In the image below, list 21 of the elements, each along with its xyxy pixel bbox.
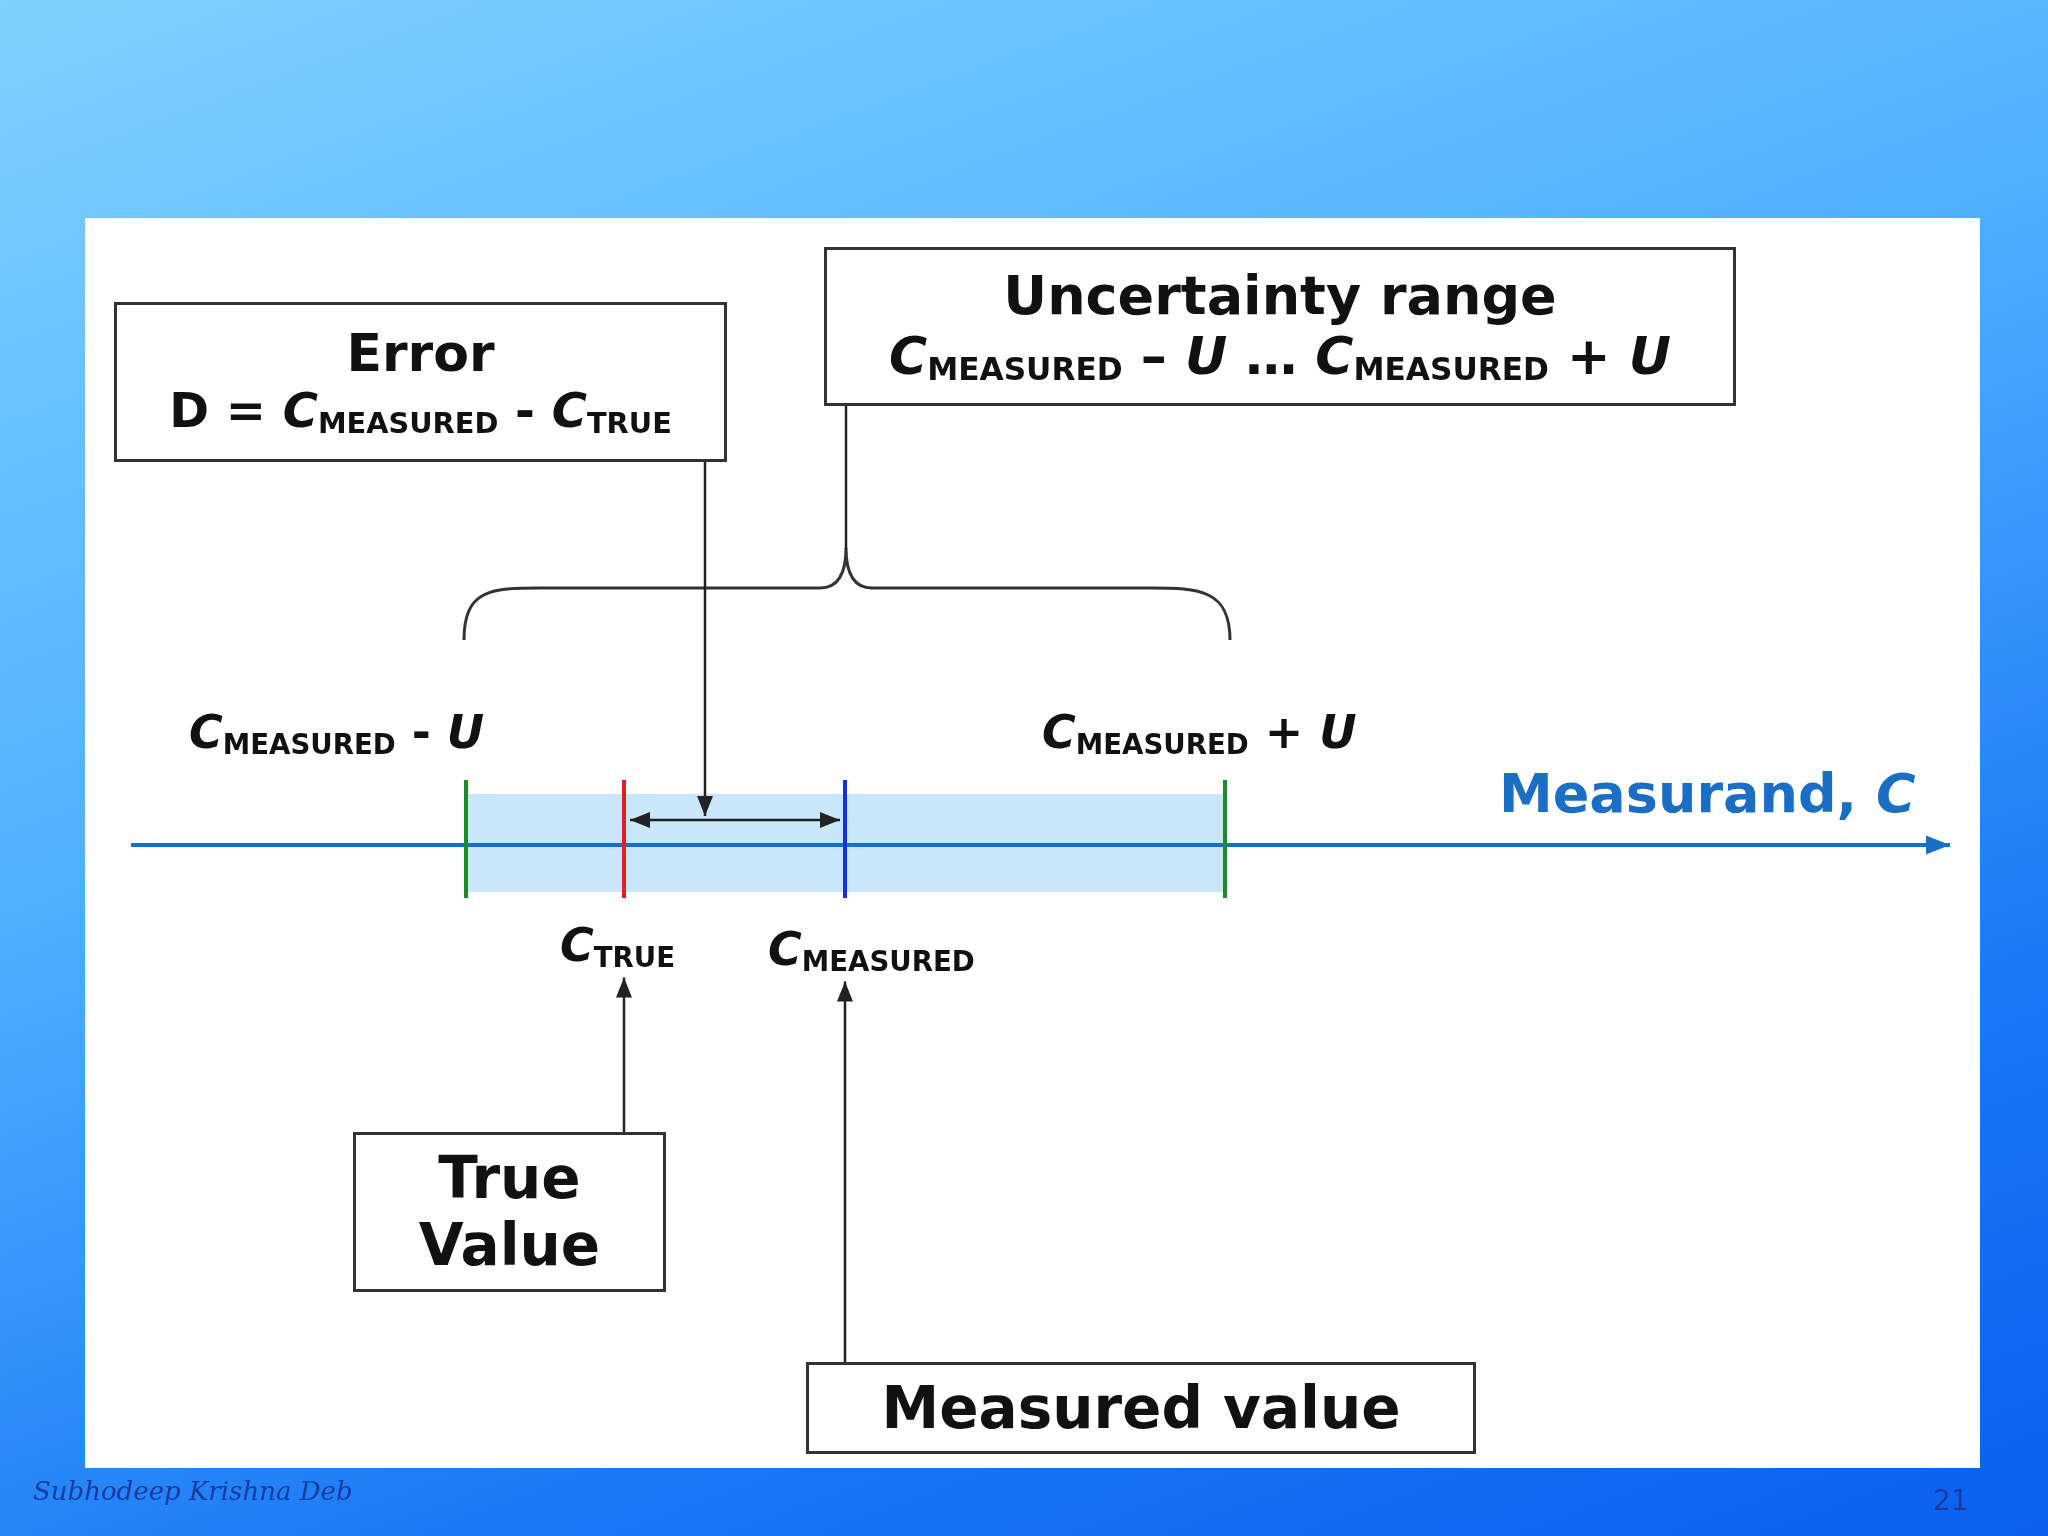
measured-value-box — [806, 1362, 1476, 1454]
author-name: Subhodeep Krishna Deb — [33, 1476, 353, 1506]
axis-label: C$_{MEASURED}$ - U — [189, 705, 485, 761]
arrow — [837, 981, 853, 1362]
uncertainty-box — [824, 247, 1736, 406]
box-heading: True Value — [417, 1145, 602, 1279]
curly-brace — [462, 546, 1232, 641]
box-heading: Uncertainty range — [1003, 264, 1557, 327]
page-number: 21 — [1933, 1484, 1969, 1517]
box-heading: Error — [346, 323, 495, 384]
arrow — [616, 977, 632, 1132]
axis-title: Measurand, C — [1499, 762, 1916, 825]
axis-label: C$_{TRUE}$ — [560, 918, 676, 974]
error-box — [114, 302, 727, 462]
leader-line — [697, 462, 713, 816]
formula-text: C$_{MEASURED}$ – U … C$_{MEASURED}$ + U — [889, 327, 1671, 389]
axis-label: C$_{MEASURED}$ + U — [1042, 705, 1357, 761]
axis-label: C$_{MEASURED}$ — [768, 922, 975, 978]
true-value-box — [353, 1132, 666, 1292]
formula-text: D = C$_{MEASURED}$ - C$_{TRUE}$ — [169, 383, 672, 441]
box-heading: Measured value — [881, 1374, 1401, 1442]
